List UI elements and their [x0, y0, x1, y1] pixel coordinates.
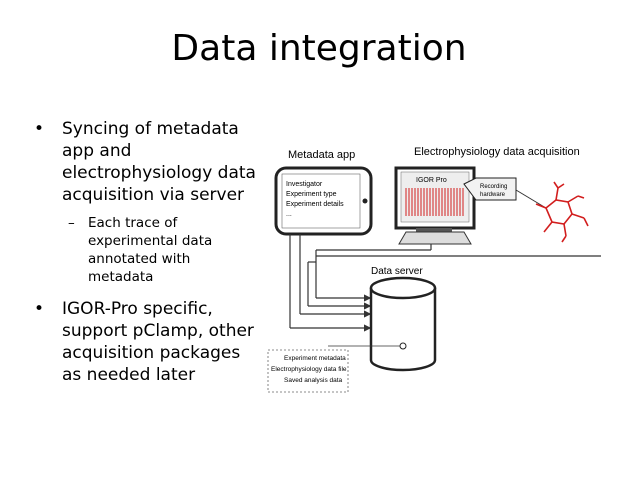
server-cylinder-icon — [371, 278, 435, 370]
bullet-list: • Syncing of metadata app and electrophy… — [30, 118, 260, 392]
recording-hardware-label: Recording — [480, 184, 507, 190]
electrode-line — [516, 190, 546, 208]
slide-title: Data integration — [0, 28, 638, 69]
bullet-item: • Syncing of metadata app and electrophy… — [30, 118, 260, 206]
stored-item-analysis: Saved analysis data — [284, 377, 343, 384]
sub-bullet-text: Each trace of experimental data annotate… — [88, 215, 212, 285]
neuron-icon — [536, 182, 588, 242]
stored-item-metadata: Experiment metadata — [284, 355, 346, 362]
metadata-app-label: Metadata app — [288, 149, 355, 161]
metadata-field-investigator: Investigator — [286, 181, 323, 188]
bullet-dot-icon: • — [34, 118, 44, 140]
recording-hardware-label-2: hardware — [480, 192, 506, 198]
bullet-item: • IGOR-Pro specific, support pClamp, oth… — [30, 298, 260, 386]
bullet-dot-icon: • — [34, 298, 44, 320]
bullet-text: IGOR-Pro specific, support pClamp, other… — [62, 299, 254, 385]
metadata-field-experiment-details: Experiment details — [286, 201, 344, 208]
dash-icon: – — [68, 214, 75, 232]
data-server-label: Data server — [371, 266, 423, 277]
metadata-field-ellipsis: ... — [286, 211, 292, 218]
arrow-lines — [290, 298, 370, 328]
stored-item-data-file: Electrophysiology data file — [271, 366, 347, 373]
metadata-field-experiment-type: Experiment type — [286, 191, 337, 198]
ephys-label: Electrophysiology data acquisition — [414, 146, 580, 158]
sub-bullet-item: – Each trace of experimental data annota… — [30, 214, 260, 286]
igor-pro-label: IGOR Pro — [416, 177, 447, 184]
data-flow-diagram: Metadata app Electrophysiology data acqu… — [266, 138, 606, 400]
bullet-text: Syncing of metadata app and electrophysi… — [62, 119, 256, 205]
